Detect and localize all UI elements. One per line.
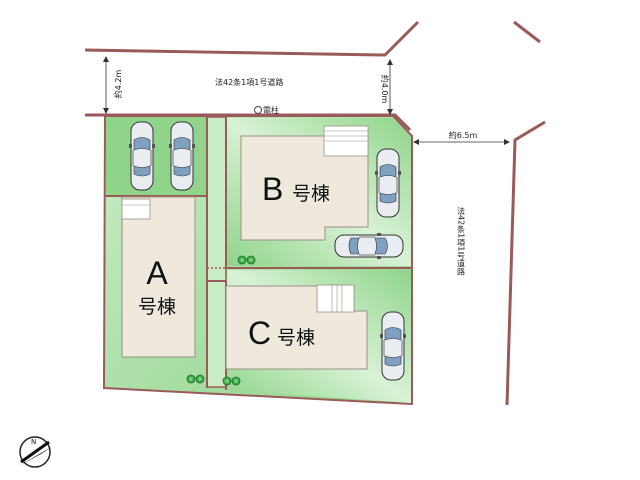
- parked-car-icon: [379, 311, 407, 381]
- north-road: [84, 20, 420, 132]
- east-road-label: 法42条1項1号道路: [457, 206, 466, 275]
- shrub-icon: [246, 255, 256, 265]
- building-c-suffix: 号棟: [277, 327, 315, 349]
- utility-pole-icon: [254, 106, 262, 114]
- parked-car-icon: [374, 148, 402, 218]
- building-a-suffix: 号棟: [138, 296, 176, 318]
- shrub-icon: [231, 376, 241, 386]
- building-c: [225, 284, 368, 370]
- building-c-letter: C: [248, 315, 271, 351]
- building-b: [240, 125, 369, 241]
- north-width-left-label: 約4.2m: [113, 70, 123, 99]
- shrub-icon: [237, 255, 247, 265]
- shrub-icon: [222, 376, 232, 386]
- north-arrow-icon: N: [19, 436, 53, 468]
- pole-label: 電柱: [263, 105, 279, 115]
- parked-car-icon: [168, 121, 196, 191]
- building-b-suffix: 号棟: [292, 183, 330, 205]
- east-width-dimension: 約6.5m: [413, 130, 510, 145]
- parked-car-icon: [334, 232, 404, 260]
- north-width-right-label: 約4.0m: [380, 75, 390, 104]
- shrub-icon: [195, 374, 205, 384]
- east-road: [505, 20, 546, 406]
- north-width-left-dimension: 約4.2m: [103, 56, 123, 114]
- building-b-letter: B: [262, 171, 283, 207]
- building-a-letter: A: [146, 255, 168, 291]
- svg-text:N: N: [31, 438, 36, 446]
- parked-car-icon: [128, 121, 156, 191]
- building-a: [121, 196, 196, 358]
- north-width-right-dimension: 約4.0m: [380, 59, 393, 115]
- access-lane: [206, 116, 227, 388]
- shrub-icon: [186, 374, 196, 384]
- north-road-label: 法42条1項1号道路: [215, 77, 283, 87]
- east-width-label: 約6.5m: [449, 130, 478, 140]
